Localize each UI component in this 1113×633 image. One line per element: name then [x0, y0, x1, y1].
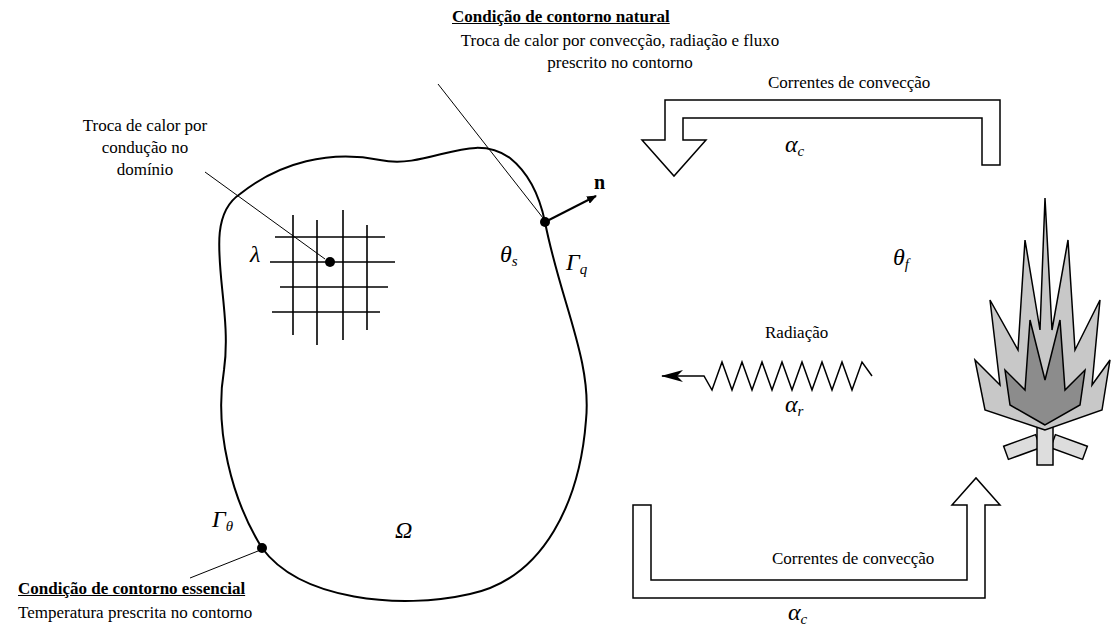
symbol-label: Γq [566, 248, 587, 276]
description-text: Troca de calor por condução no domínio [80, 115, 210, 181]
symbol-label: θs [500, 240, 518, 268]
section-heading: Condição de contorno essencial [18, 578, 245, 599]
arrow-label: Correntes de convecção [772, 548, 934, 569]
boundary-point [257, 543, 267, 553]
vector-label: n [594, 172, 605, 193]
symbol-label: αr [785, 390, 803, 418]
normal-vector [545, 196, 596, 222]
leader-line [190, 551, 258, 578]
convection-arrow [633, 478, 1000, 598]
symbol-label: Γθ [212, 505, 233, 533]
symbol-label: θf [893, 243, 909, 271]
arrow-label: Correntes de convecção [768, 72, 930, 93]
symbol-label: Ω [395, 516, 412, 544]
radiation-wave [662, 362, 872, 390]
leader-line [438, 84, 543, 218]
section-heading: Condição de contorno natural [452, 6, 670, 27]
description-text: Temperatura prescrita no contorno [18, 602, 252, 623]
symbol-label: αc [785, 130, 804, 158]
description-text: Troca de calor por convecção, radiação e… [455, 30, 785, 74]
domain-outline [219, 148, 587, 601]
fire-symbol [975, 198, 1110, 465]
symbol-label: λ [250, 240, 260, 268]
leader-line [205, 172, 325, 259]
symbol-label: αc [788, 598, 807, 626]
convection-arrow [642, 100, 1000, 176]
arrow-label: Radiação [765, 322, 828, 343]
conduction-point [325, 257, 335, 267]
conduction-grid [270, 210, 395, 345]
